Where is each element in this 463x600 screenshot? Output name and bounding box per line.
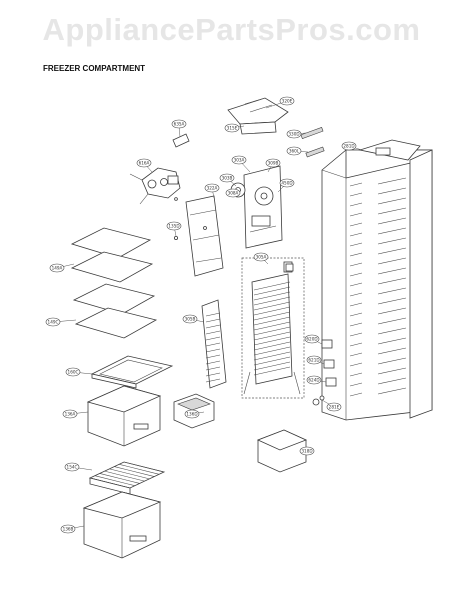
part-glass-shelves bbox=[70, 227, 158, 339]
callout-text: 281D bbox=[343, 144, 354, 149]
part-drawer-cover bbox=[90, 355, 174, 389]
part-lower-drawer bbox=[82, 491, 162, 559]
callout-624d: 624D bbox=[306, 375, 327, 385]
callout-text: 281E bbox=[329, 405, 340, 410]
callout-450d: 450D bbox=[277, 178, 295, 193]
callout-635a: 635A bbox=[171, 119, 187, 138]
callout-text: 149A bbox=[52, 266, 63, 271]
part-fan-motor-assembly bbox=[230, 165, 283, 249]
callout-281d: 281D bbox=[341, 141, 363, 151]
callout-text: 616A bbox=[139, 161, 150, 166]
callout-315e: 315E bbox=[224, 123, 245, 133]
callout-320e: 320E bbox=[265, 96, 295, 109]
part-drawer-rack bbox=[88, 461, 166, 495]
callout-309b: 309B bbox=[265, 158, 281, 173]
callout-text: 318D bbox=[301, 449, 312, 454]
callout-330d: 330D bbox=[286, 129, 307, 139]
callout-text: 305B bbox=[185, 317, 196, 322]
part-air-duct bbox=[227, 97, 289, 135]
callout-text: 621D bbox=[308, 358, 319, 363]
callout-text: 303B bbox=[222, 176, 233, 181]
callout-text: 149C bbox=[48, 320, 59, 325]
callout-360l: 360L bbox=[286, 146, 309, 156]
callout-text: 450D bbox=[281, 181, 292, 186]
callout-text: 315E bbox=[227, 126, 238, 131]
watermark-text: AppliancePartsPros.com bbox=[42, 12, 421, 47]
callout-text: 136B bbox=[63, 527, 74, 532]
callout-305b: 305B bbox=[182, 314, 205, 324]
callout-text: 136D bbox=[186, 412, 197, 417]
callout-text: 308A bbox=[228, 191, 239, 196]
callout-text: 322A bbox=[207, 186, 218, 191]
callout-text: 635A bbox=[174, 122, 185, 127]
callout-text: 303A bbox=[234, 158, 245, 163]
rear-panel-vents bbox=[205, 312, 221, 383]
callout-620d: 620D bbox=[304, 334, 323, 345]
callout-305a: 305A bbox=[253, 252, 269, 265]
part-small-fittings bbox=[173, 197, 325, 406]
callout-318d: 318D bbox=[299, 446, 315, 456]
callout-281e: 281E bbox=[321, 399, 342, 412]
evaporator-fins bbox=[253, 281, 291, 376]
callout-text: 620D bbox=[306, 337, 317, 342]
part-rear-panel bbox=[201, 299, 227, 389]
part-evaporator bbox=[241, 257, 305, 399]
callout-text: 154C bbox=[67, 465, 78, 470]
callout-136d: 136D bbox=[184, 409, 205, 419]
cabinet-liner bbox=[321, 139, 433, 421]
callout-149a: 149A bbox=[49, 263, 75, 273]
callout-308a: 308A bbox=[225, 188, 241, 198]
callout-text: 330D bbox=[288, 132, 299, 137]
part-damper-strips bbox=[300, 126, 325, 158]
callout-616a: 616A bbox=[136, 158, 153, 173]
callout-160c: 160C bbox=[65, 367, 93, 377]
callout-135d: 135D bbox=[166, 221, 182, 237]
callout-text: 160C bbox=[68, 370, 79, 375]
callout-621d: 621D bbox=[306, 355, 325, 365]
callout-322a: 322A bbox=[204, 183, 220, 199]
cabinet-shelf-rails bbox=[349, 177, 407, 397]
callout-154c: 154C bbox=[64, 462, 93, 472]
callout-303b: 303B bbox=[219, 173, 237, 187]
part-control-box bbox=[256, 429, 308, 473]
callout-text: 136A bbox=[65, 412, 76, 417]
callout-labels: 320E 315E 635A 330D 360L 281D 616A 303A 303B 308A… bbox=[45, 96, 363, 534]
part-knob bbox=[172, 133, 190, 148]
callout-text: 360L bbox=[289, 149, 300, 154]
part-ice-maker-assembly bbox=[129, 167, 181, 205]
callout-text: 320E bbox=[282, 99, 293, 104]
callout-text: 305A bbox=[256, 255, 267, 260]
part-evaporator-cover bbox=[185, 195, 224, 277]
part-upper-drawer bbox=[86, 385, 162, 447]
callout-text: 135D bbox=[168, 224, 179, 229]
callout-136b: 136B bbox=[60, 524, 85, 534]
callout-text: 624D bbox=[308, 378, 319, 383]
callout-303a: 303A bbox=[231, 155, 251, 173]
callout-136a: 136A bbox=[62, 409, 89, 419]
callout-149c: 149C bbox=[45, 317, 77, 327]
diagram-subtitle: FREEZER COMPARTMENT bbox=[43, 64, 146, 73]
callout-text: 309B bbox=[268, 161, 279, 166]
